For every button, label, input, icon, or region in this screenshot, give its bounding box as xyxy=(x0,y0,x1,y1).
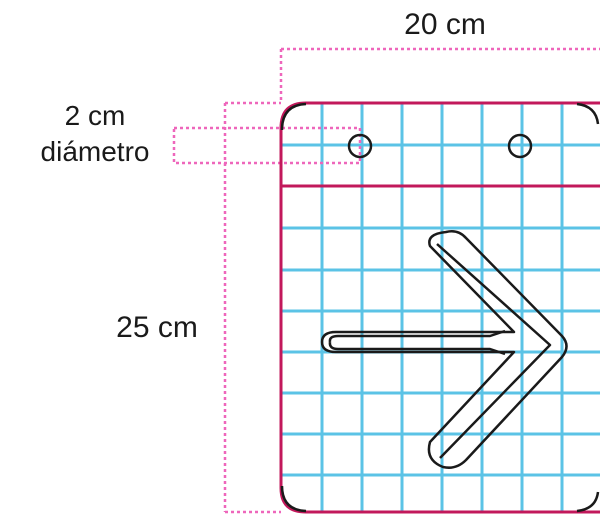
corner-arc-bottom-right xyxy=(576,491,600,513)
hole-diameter-label: diámetro xyxy=(41,136,150,167)
corner-arc-top-right xyxy=(576,102,600,125)
width-label: 20 cm xyxy=(404,8,486,41)
sign-border xyxy=(279,101,600,514)
sign-outline xyxy=(279,101,600,514)
hole-diameter-guide xyxy=(172,126,362,165)
corner-arc-top-left xyxy=(280,102,307,131)
hole-right xyxy=(507,133,533,159)
grid-lines xyxy=(281,103,600,512)
sign-shapes xyxy=(280,102,600,513)
arrow-outline-outer xyxy=(320,230,568,469)
hole-left xyxy=(347,133,373,159)
corner-arc-bottom-left xyxy=(280,485,307,513)
dimension-guides xyxy=(172,47,600,514)
arrow-outline-inner xyxy=(328,243,552,459)
height-label: 25 cm xyxy=(116,311,198,344)
hole-size-label: 2 cm xyxy=(65,100,126,131)
